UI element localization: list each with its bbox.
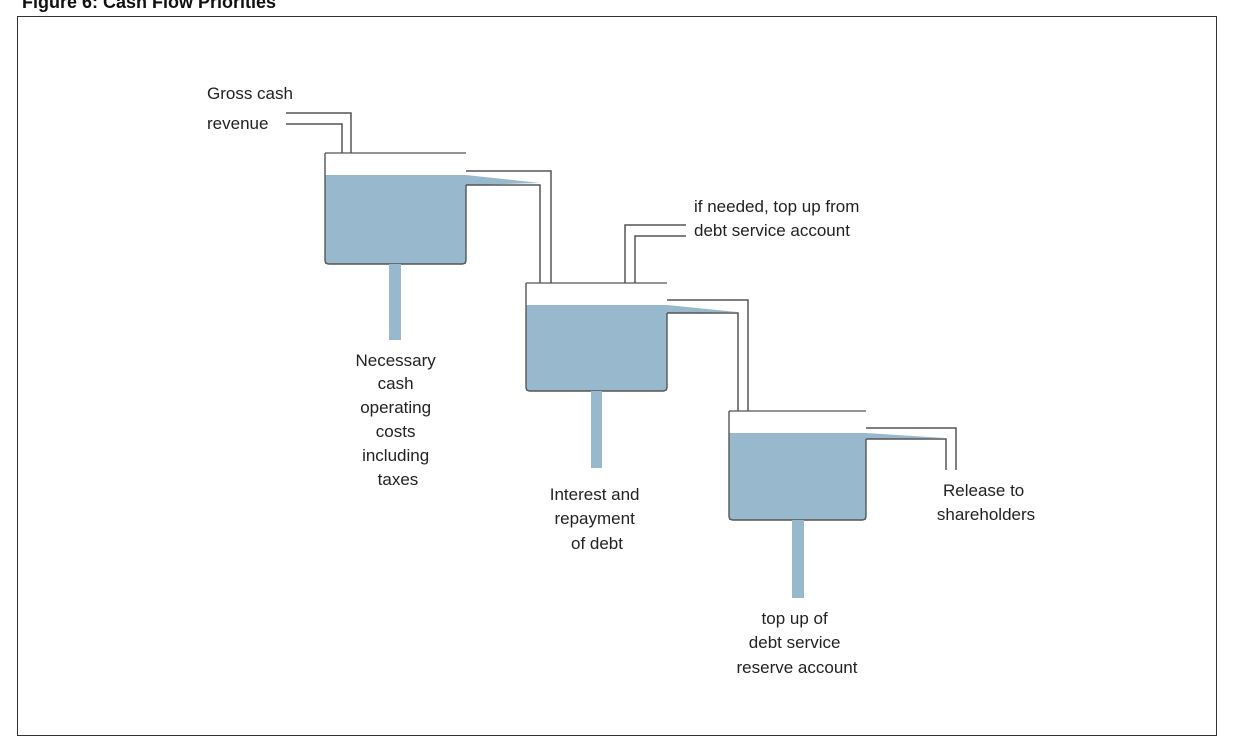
label-top-up-from: if needed, top up from debt service acco… [694, 197, 864, 240]
label-top-up-reserve: top up of debt service reserve account [737, 609, 858, 677]
tank-3-reserve [728, 410, 867, 521]
label-gross-cash-revenue: Gross cash revenue [207, 84, 298, 133]
tank-2-debt-service [525, 282, 668, 392]
label-interest-repayment: Interest and repayment of debt [550, 485, 645, 553]
inflow-pipe-top-up [624, 224, 686, 283]
overflow-pipe-2 [667, 299, 749, 411]
figure-title: Figure 6: Cash Flow Priorities [22, 0, 277, 12]
label-operating-costs: Necessary cash operating costs including… [355, 351, 440, 489]
outflow-pipe-interest-repayment [591, 391, 602, 468]
overflow-pipe-1 [466, 170, 552, 283]
outflow-pipe-reserve-top-up [792, 520, 804, 598]
tank-1-revenue [324, 152, 467, 265]
overflow-pipe-3 [866, 427, 957, 470]
label-release-to-shareholders: Release to shareholders [937, 481, 1035, 524]
inflow-pipe-gross-revenue [286, 112, 352, 153]
outflow-pipe-operating-costs [389, 264, 401, 340]
